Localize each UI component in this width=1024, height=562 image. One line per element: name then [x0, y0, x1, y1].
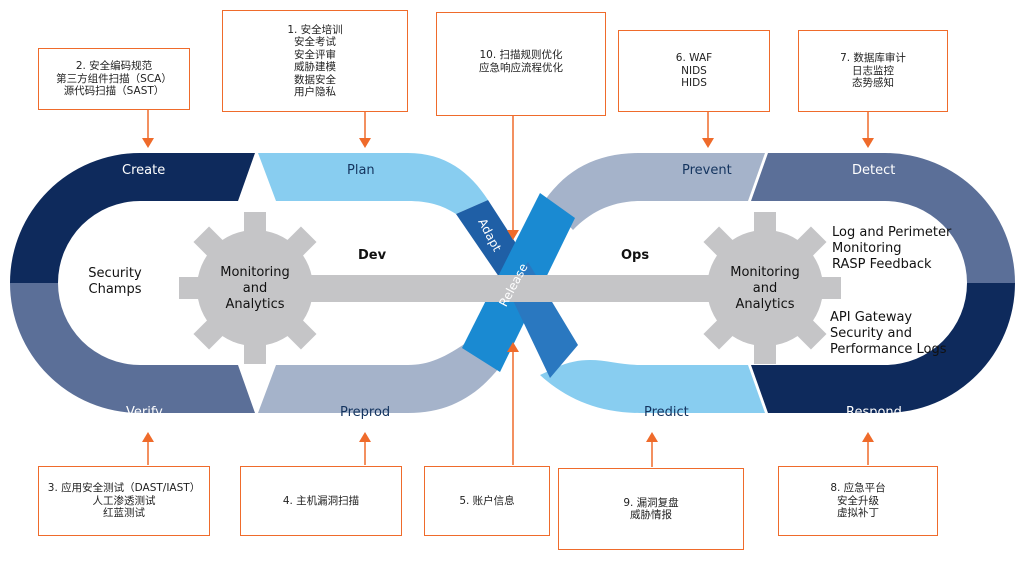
arrow-note9	[646, 432, 658, 442]
note-2-line-2: 第三方组件扫描（SCA）	[56, 72, 172, 85]
api-gateway-line-2: Security and	[830, 326, 912, 341]
arrow-note7	[862, 138, 874, 148]
note-6: 6. WAF NIDS HIDS	[618, 30, 770, 112]
note-8: 8. 应急平台 安全升级 虚拟补丁	[778, 466, 938, 536]
note-10-line-1: 10. 扫描规则优化	[479, 49, 563, 61]
label-plan: Plan	[347, 163, 375, 178]
arrow-note6	[702, 138, 714, 148]
security-champs-label: Security Champs	[75, 266, 155, 298]
note-10-line-2: 应急响应流程优化	[479, 61, 563, 74]
api-gateway-line-1: API Gateway	[830, 310, 913, 325]
note-3-line-2: 人工渗透测试	[92, 494, 156, 507]
api-gateway-label: API Gateway Security and Performance Log…	[830, 310, 970, 358]
label-create: Create	[122, 163, 166, 178]
note-8-line-3: 虚拟补丁	[837, 507, 879, 520]
right-gear	[689, 212, 841, 364]
note-4: 4. 主机漏洞扫描	[240, 466, 402, 536]
note-5-line-1: 5. 账户信息	[459, 494, 515, 507]
log-perimeter-label: Log and Perimeter Monitoring RASP Feedba…	[832, 225, 972, 273]
segment-prevent	[545, 153, 765, 230]
arrow-note8	[862, 432, 874, 442]
note-6-line-1: 6. WAF	[675, 52, 713, 65]
arrow-note4	[359, 432, 371, 442]
note-1-line-1: 1. 安全培训	[287, 23, 343, 36]
label-predict: Predict	[644, 405, 689, 420]
label-verify: Verify	[126, 405, 163, 420]
note-1-line-2: 安全考试	[294, 36, 336, 48]
note-7-line-2: 日志监控	[852, 64, 894, 77]
left-gear	[179, 212, 331, 364]
label-prevent: Prevent	[682, 163, 732, 178]
left-gear-line-1: Monitoring	[220, 265, 290, 280]
note-7-line-3: 态势感知	[852, 77, 894, 90]
note-7-line-1: 7. 数据库审计	[840, 52, 906, 65]
arrow-note5	[507, 342, 519, 352]
arrow-note10	[507, 230, 519, 240]
segment-create	[10, 153, 255, 283]
note-8-line-1: 8. 应急平台	[830, 482, 886, 495]
arrow-note2	[142, 138, 154, 148]
note-7: 7. 数据库审计 日志监控 态势感知	[798, 30, 948, 112]
segment-predict	[540, 360, 765, 413]
log-perimeter-line-2: Monitoring	[832, 241, 902, 256]
security-champs-line-2: Champs	[88, 282, 142, 297]
note-3-line-3: 红蓝测试	[103, 507, 145, 520]
segment-verify	[10, 283, 255, 413]
right-gear-line-1: Monitoring	[730, 265, 800, 280]
note-2-line-3: 源代码扫描（SAST）	[63, 85, 165, 98]
log-perimeter-line-1: Log and Perimeter	[832, 225, 952, 240]
api-gateway-line-3: Performance Logs	[830, 342, 947, 357]
center-bar	[255, 275, 755, 302]
arrow-note1	[359, 138, 371, 148]
note-1-line-6: 用户隐私	[294, 86, 336, 98]
note-1-line-4: 威胁建模	[294, 61, 336, 73]
right-gear-label: Monitoring and Analytics	[725, 265, 805, 313]
connectors	[142, 110, 874, 467]
note-1-line-5: 数据安全	[294, 73, 336, 86]
note-6-line-3: HIDS	[681, 77, 707, 90]
log-perimeter-line-3: RASP Feedback	[832, 257, 932, 272]
label-respond: Respond	[846, 405, 902, 420]
security-champs-line-1: Security	[88, 266, 142, 281]
label-ops: Ops	[621, 248, 650, 263]
segment-respond	[751, 283, 1015, 413]
note-9: 9. 漏洞复盘 威胁情报	[558, 468, 744, 550]
note-1: 1. 安全培训 安全考试 安全评审 威胁建模 数据安全 用户隐私	[222, 10, 408, 112]
note-10: 10. 扫描规则优化 应急响应流程优化	[436, 12, 606, 116]
segment-detect	[751, 153, 1015, 283]
note-3-line-1: 3. 应用安全测试（DAST/IAST）	[47, 482, 201, 495]
segment-plan	[258, 153, 488, 214]
right-gear-line-2: and	[752, 281, 778, 296]
label-dev: Dev	[358, 248, 387, 263]
label-preprod: Preprod	[340, 405, 391, 420]
left-gear-line-2: and	[242, 281, 268, 296]
note-2-line-1: 2. 安全编码规范	[75, 60, 153, 73]
note-9-line-2: 威胁情报	[630, 509, 672, 521]
note-3: 3. 应用安全测试（DAST/IAST） 人工渗透测试 红蓝测试	[38, 466, 210, 536]
arrow-note3	[142, 432, 154, 442]
left-gear-label: Monitoring and Analytics	[215, 265, 295, 313]
note-4-line-1: 4. 主机漏洞扫描	[282, 494, 360, 507]
note-5: 5. 账户信息	[424, 466, 550, 536]
note-2: 2. 安全编码规范 第三方组件扫描（SCA） 源代码扫描（SAST）	[38, 48, 190, 110]
note-6-line-2: NIDS	[681, 64, 707, 77]
note-8-line-2: 安全升级	[837, 494, 879, 507]
label-detect: Detect	[852, 163, 896, 178]
segment-preprod	[258, 340, 505, 413]
note-9-line-1: 9. 漏洞复盘	[623, 496, 679, 509]
note-1-line-3: 安全评审	[294, 48, 336, 61]
right-gear-line-3: Analytics	[735, 297, 795, 312]
left-gear-line-3: Analytics	[225, 297, 285, 312]
